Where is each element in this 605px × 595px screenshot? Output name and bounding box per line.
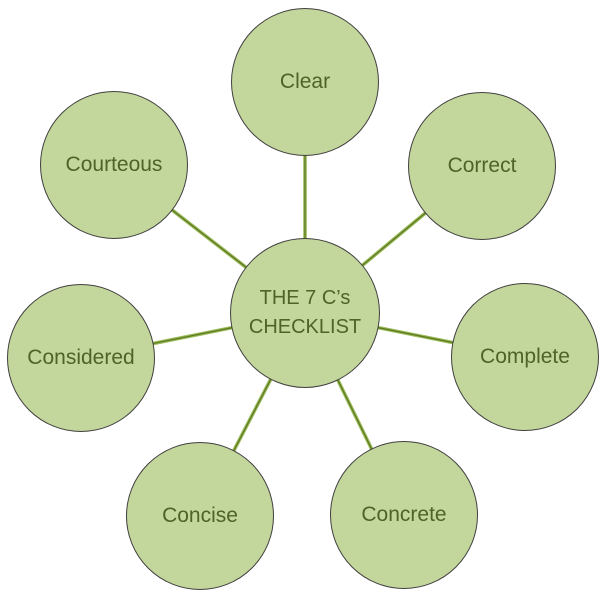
node-complete: Complete bbox=[451, 283, 599, 431]
node-concise: Concise bbox=[126, 442, 274, 590]
hub-label-line2: CHECKLIST bbox=[248, 316, 362, 338]
node-courteous-label: Courteous bbox=[65, 153, 163, 176]
node-correct-label: Correct bbox=[447, 154, 517, 177]
node-complete-label: Complete bbox=[480, 345, 570, 368]
hub-label-line1: THE 7 C’s bbox=[259, 287, 351, 309]
node-considered: Considered bbox=[7, 284, 155, 432]
node-clear: Clear bbox=[231, 8, 379, 156]
node-clear-label: Clear bbox=[279, 70, 331, 93]
node-concrete: Concrete bbox=[330, 441, 478, 589]
node-courteous: Courteous bbox=[40, 91, 188, 239]
node-center-hub: THE 7 C’s CHECKLIST bbox=[230, 238, 380, 388]
node-correct: Correct bbox=[408, 92, 556, 240]
node-considered-label: Considered bbox=[27, 346, 135, 369]
hub-label: THE 7 C’s CHECKLIST bbox=[249, 284, 361, 342]
node-concise-label: Concise bbox=[162, 504, 238, 527]
node-concrete-label: Concrete bbox=[361, 503, 447, 526]
